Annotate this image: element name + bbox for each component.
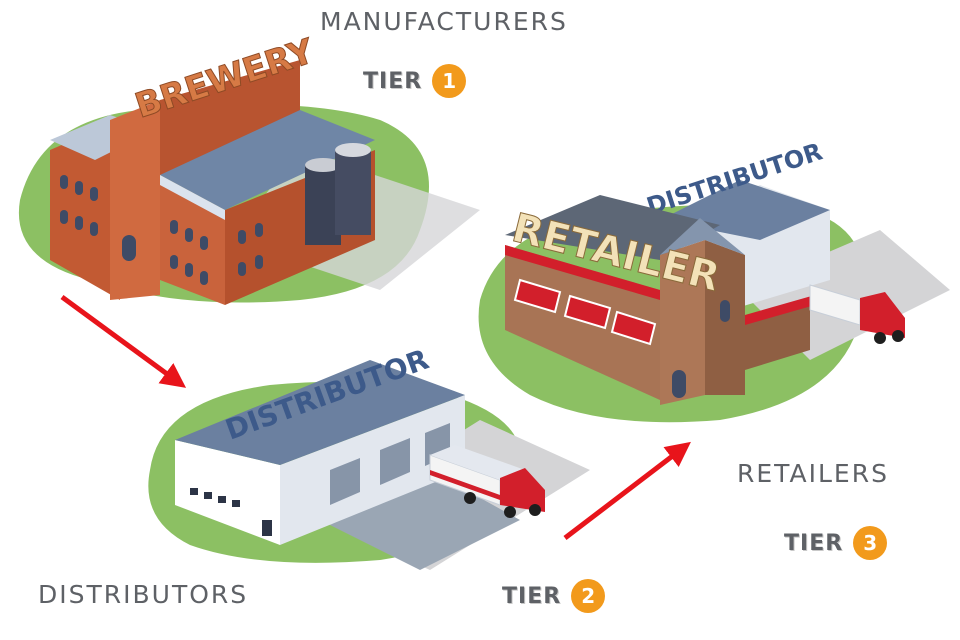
tier-2: TIER 2 bbox=[502, 579, 606, 613]
brewery-building: BREWERY bbox=[18, 31, 480, 305]
retailers-label: RETAILERS bbox=[737, 459, 889, 488]
tier-1-badge: 1 bbox=[432, 64, 467, 98]
tier-1-word: TIER bbox=[363, 68, 423, 94]
tier-1: TIER 1 bbox=[363, 64, 467, 98]
flow-arrow-distributor-to-retailer bbox=[563, 441, 691, 540]
tier-3-word: TIER bbox=[784, 530, 844, 556]
tier-2-word: TIER bbox=[502, 583, 562, 609]
manufacturers-label: MANUFACTURERS bbox=[320, 7, 568, 36]
distributors-label: DISTRIBUTORS bbox=[38, 580, 249, 609]
tier-2-badge: 2 bbox=[571, 579, 606, 613]
tier-3-badge: 3 bbox=[853, 526, 888, 560]
flow-arrow-manufacturer-to-distributor bbox=[60, 294, 187, 388]
tier-3: TIER 3 bbox=[784, 526, 888, 560]
retailer-store: DISTRIBUTOR RETAILER bbox=[478, 138, 950, 423]
delivery-truck bbox=[429, 445, 545, 518]
